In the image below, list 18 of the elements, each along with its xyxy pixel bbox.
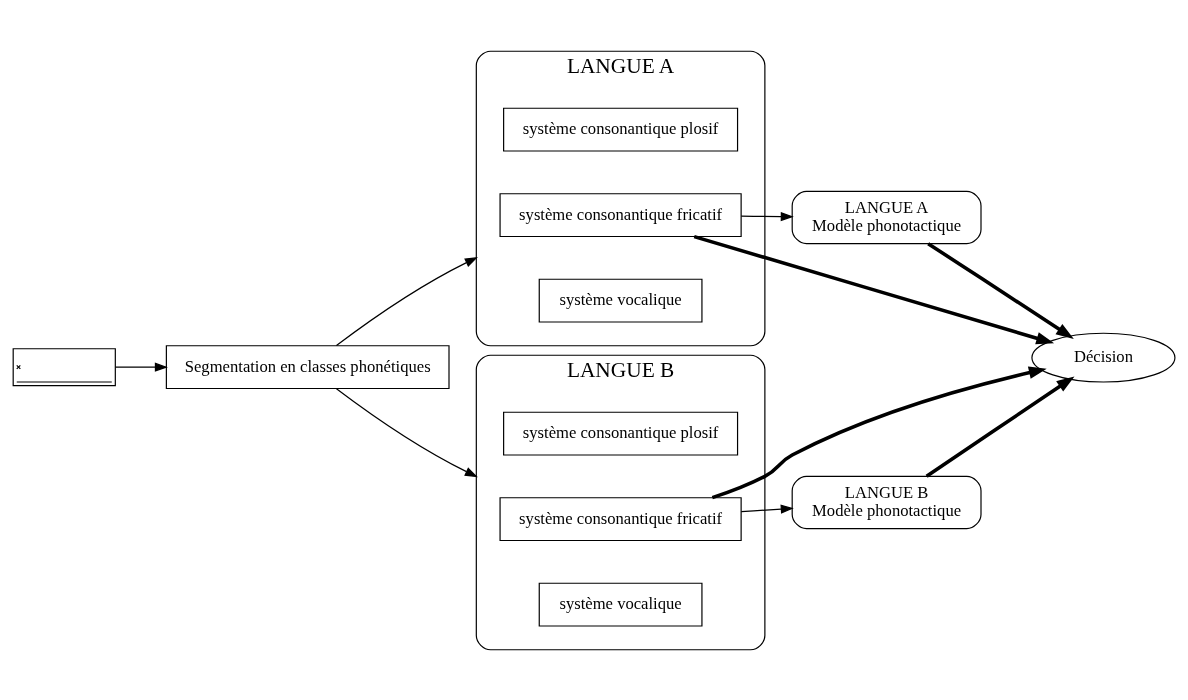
- node-box: système vocalique: [538, 278, 703, 323]
- node-box: système consonantique plosif: [503, 411, 739, 456]
- arrow: [114, 362, 168, 372]
- node-box: LANGUE A Modèle phonotactique: [791, 190, 982, 244]
- node-box: système consonantique fricatif: [499, 192, 742, 237]
- arrow: [927, 241, 1074, 339]
- node-box: système consonantique fricatif: [499, 496, 742, 541]
- arrow: [925, 375, 1075, 478]
- node-box: LANGUE B Modèle phonotactique: [791, 475, 982, 529]
- arrow: [693, 234, 1055, 344]
- arrow: [711, 366, 1047, 499]
- arrow: [740, 504, 794, 514]
- node-box: Segmentation en classes phonétiques: [165, 344, 450, 389]
- arrow: [335, 256, 478, 346]
- arrow: [335, 387, 478, 477]
- arrow: [740, 211, 794, 221]
- node-box: système vocalique: [538, 582, 703, 627]
- node-box: système consonantique plosif: [503, 107, 739, 152]
